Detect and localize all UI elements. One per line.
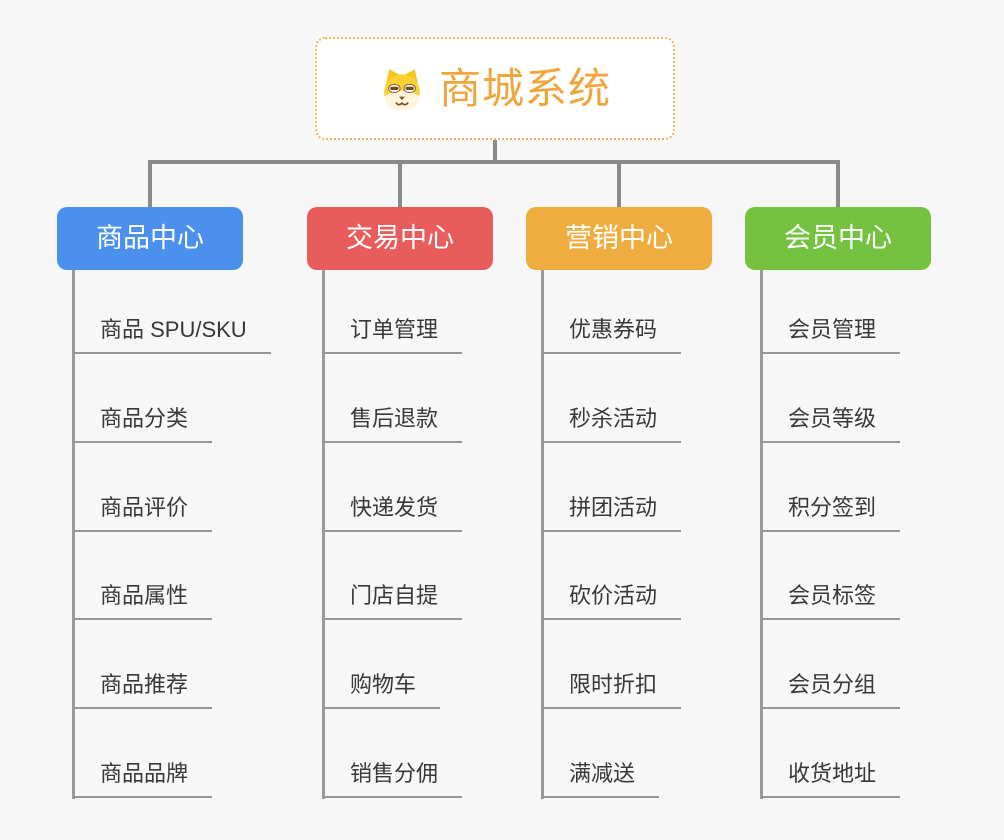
branch-node[interactable]: 商品中心 [57, 207, 243, 270]
child-topic[interactable]: 商品属性 [72, 572, 213, 620]
root-topic[interactable]: 商城系统 [315, 37, 675, 140]
branch-node[interactable]: 交易中心 [307, 207, 493, 270]
branch-label: 会员中心 [784, 223, 892, 253]
child-topic[interactable]: 销售分佣 [322, 750, 463, 798]
child-rail-line [760, 270, 763, 799]
child-rail-line [541, 270, 544, 799]
child-topic[interactable]: 满减送 [541, 750, 660, 798]
dog-face-icon [384, 68, 420, 110]
child-topic[interactable]: 商品评价 [72, 484, 213, 532]
child-topic[interactable]: 会员标签 [760, 572, 901, 620]
branch-drop-line [617, 160, 621, 207]
branch-label: 营销中心 [565, 223, 673, 253]
child-topic[interactable]: 拼团活动 [541, 484, 682, 532]
child-rail-line [322, 270, 325, 799]
child-topic[interactable]: 商品推荐 [72, 661, 213, 709]
root-stub-line [493, 140, 497, 162]
child-topic[interactable]: 商品分类 [72, 395, 213, 443]
branch-drop-line [148, 160, 152, 207]
child-topic[interactable]: 收货地址 [760, 750, 901, 798]
branch-node[interactable]: 营销中心 [526, 207, 712, 270]
child-topic[interactable]: 会员等级 [760, 395, 901, 443]
child-topic[interactable]: 商品品牌 [72, 750, 213, 798]
child-rail-line [72, 270, 75, 799]
child-topic[interactable]: 砍价活动 [541, 572, 682, 620]
branch-drop-line [836, 160, 840, 207]
child-topic[interactable]: 会员管理 [760, 306, 901, 354]
branch-label: 商品中心 [96, 223, 204, 253]
child-topic[interactable]: 购物车 [322, 661, 441, 709]
child-topic[interactable]: 优惠券码 [541, 306, 682, 354]
branch-label: 交易中心 [346, 223, 454, 253]
child-topic[interactable]: 订单管理 [322, 306, 463, 354]
branch-node[interactable]: 会员中心 [745, 207, 931, 270]
child-topic[interactable]: 商品 SPU/SKU [72, 306, 271, 354]
child-topic[interactable]: 会员分组 [760, 661, 901, 709]
child-topic[interactable]: 积分签到 [760, 484, 901, 532]
branch-bus-line [148, 160, 840, 164]
branch-drop-line [398, 160, 402, 207]
child-topic[interactable]: 快递发货 [322, 484, 463, 532]
child-topic[interactable]: 秒杀活动 [541, 395, 682, 443]
root-title: 商城系统 [438, 64, 611, 112]
child-topic[interactable]: 限时折扣 [541, 661, 682, 709]
child-topic[interactable]: 售后退款 [322, 395, 463, 443]
child-topic[interactable]: 门店自提 [322, 572, 463, 620]
